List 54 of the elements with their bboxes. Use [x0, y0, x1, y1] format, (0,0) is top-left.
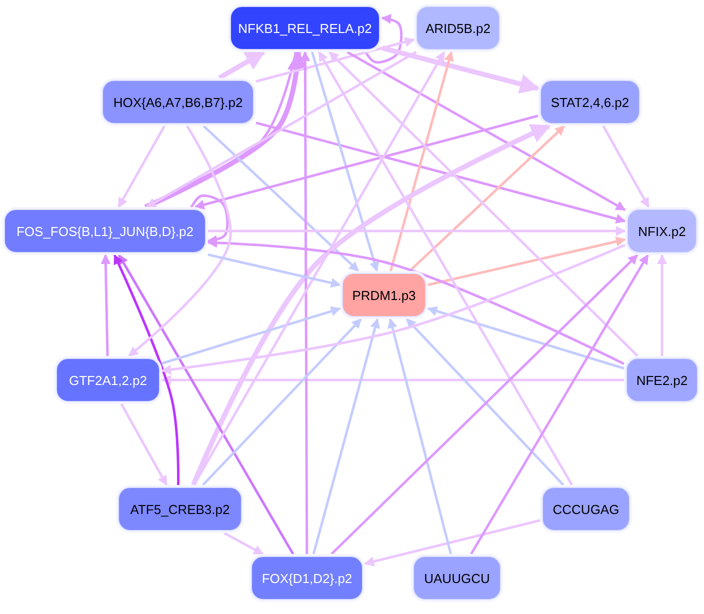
arrow — [406, 318, 564, 486]
arrow — [346, 50, 626, 212]
arrow — [470, 254, 649, 555]
gene-node: FOX{D1,D2}.p2 — [251, 556, 363, 600]
arrow — [118, 254, 294, 555]
arrow — [388, 318, 452, 554]
arrow — [312, 318, 380, 554]
gene-node: HOX{A6,A7,B6,B7}.p2 — [102, 80, 254, 124]
arrow — [100, 254, 111, 356]
arrow — [428, 236, 626, 286]
arrow — [113, 254, 180, 486]
arrow — [657, 254, 667, 356]
arrow — [224, 532, 264, 556]
arrow — [330, 254, 638, 555]
arrow — [146, 50, 417, 208]
arrow — [161, 244, 626, 375]
arrow — [161, 375, 624, 385]
gene-node: NFIX.p2 — [627, 209, 697, 253]
arrow — [256, 122, 626, 224]
arrow — [300, 51, 310, 554]
arrow — [162, 306, 341, 365]
arrow — [310, 52, 380, 272]
arrow — [602, 125, 650, 208]
arrow — [427, 306, 624, 370]
gene-node: NFKB1_REL_RELA.p2 — [230, 6, 380, 50]
arrow — [120, 403, 168, 486]
gene-node: FOS_FOS{B,L1}_JUN{B,D}.p2 — [4, 209, 206, 253]
arrow — [218, 50, 266, 80]
arrow — [208, 253, 341, 288]
arrow — [208, 226, 626, 236]
arrow — [318, 51, 574, 486]
gene-node: UAUUGCU — [413, 556, 501, 600]
arrow — [191, 124, 552, 486]
gene-node: ARID5B.p2 — [416, 6, 500, 50]
gene-node: PRDM1.p3 — [342, 273, 426, 317]
gene-node: CCCUGAG — [542, 487, 630, 531]
gene-node: GTF2A1,2.p2 — [56, 358, 160, 402]
arrow — [381, 46, 540, 94]
arrow — [128, 125, 232, 357]
arrow — [207, 238, 625, 365]
arrow — [118, 125, 166, 208]
gene-node: NFE2.p2 — [626, 358, 698, 402]
arrow — [202, 125, 360, 272]
arrow — [364, 519, 540, 566]
arrow — [364, 14, 403, 64]
gene-node: ATF5_CREB3.p2 — [118, 487, 242, 531]
arrow — [256, 37, 415, 83]
arrow — [408, 125, 566, 272]
arrow — [389, 51, 454, 272]
arrow — [202, 318, 362, 486]
arrow — [328, 51, 639, 357]
arrow — [194, 114, 538, 210]
arrow — [190, 194, 229, 245]
gene-node: STAT2,4,6.p2 — [540, 80, 640, 124]
